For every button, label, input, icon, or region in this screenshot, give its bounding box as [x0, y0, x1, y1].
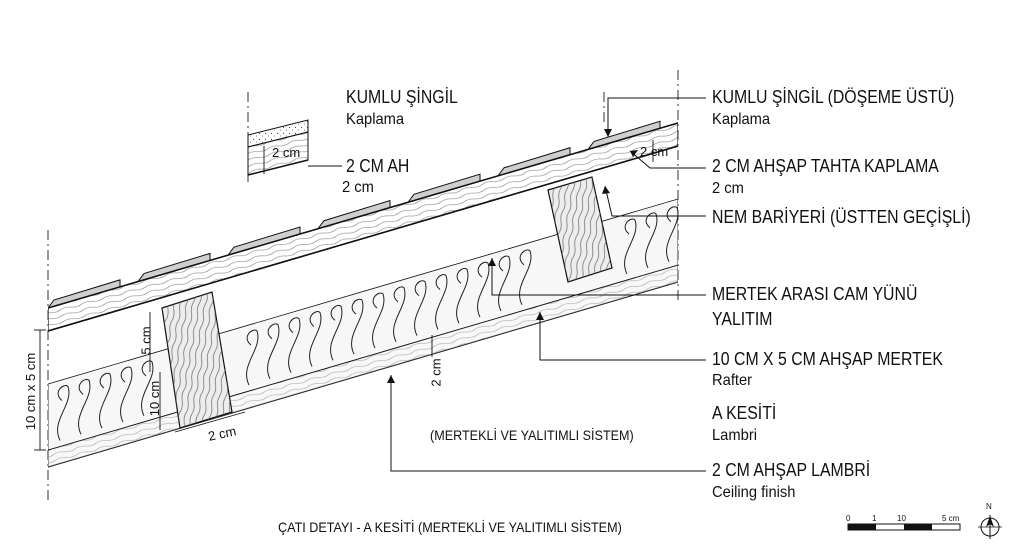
dim-rafter-total: 10 cm x 5 cm [23, 352, 39, 431]
section-title: A KESİTİ [712, 403, 777, 423]
insulation-loop [99, 372, 112, 429]
shingle-title: KUMLU ŞİNGİL (DÖŞEME ÜSTÜ) [712, 87, 955, 107]
insulation-loop [330, 304, 343, 361]
dimension-lines [34, 140, 654, 451]
insulation-loop [288, 317, 301, 373]
rafter-1 [161, 291, 233, 429]
top-left-title: KUMLU ŞİNGİL [346, 87, 458, 107]
board-sub: 2 cm [712, 180, 744, 197]
rafter-title: 10 CM X 5 CM AHŞAP MERTEK [712, 349, 943, 369]
top-left-sub: Kaplama [346, 111, 405, 128]
insulation-loop [351, 298, 364, 355]
dim-board-left: 2 cm [272, 145, 301, 160]
insulation-loop [120, 366, 133, 423]
insulation-loop [57, 385, 70, 441]
insulation-loop [624, 218, 637, 275]
insulation-loop [666, 206, 678, 262]
scale-tick-0: 0 [846, 514, 851, 523]
north-arrow-icon [978, 515, 1002, 539]
insulation-label-1: MERTEK ARASI CAM YÜNÜ [712, 284, 918, 304]
shingle-base-line [48, 122, 678, 309]
dim-board-right: 2 cm [640, 144, 669, 159]
leader-lines [308, 97, 706, 472]
lambri-title: 2 CM AHŞAP LAMBRİ [712, 460, 871, 480]
north-label: N [986, 502, 992, 511]
insulation-label-2: YALITIM [712, 309, 773, 329]
insulation-loop [456, 267, 469, 324]
dim-gap: 2 cm [428, 358, 444, 387]
top-left-cut-label: 2 CM AH [346, 156, 410, 176]
shingle-sub: Kaplama [712, 111, 771, 128]
scale-tick-10: 10 [897, 514, 906, 523]
system-note: (MERTEKLİ VE YALITIMLI SİSTEM) [430, 427, 634, 443]
scale-bar [847, 523, 961, 531]
insulation-loop [78, 378, 91, 435]
rafter-2 [547, 176, 613, 283]
lambri-sub: Ceiling finish [712, 484, 796, 501]
insulation-loops [57, 206, 678, 441]
insulation-loop [414, 280, 427, 336]
shingle-layer [48, 120, 678, 309]
insulation-loop [393, 286, 406, 343]
insulation-loop [246, 329, 259, 386]
board-title: 2 CM AHŞAP TAHTA KAPLAMA [712, 156, 939, 176]
insulation-loop [645, 212, 658, 269]
insulation-loop [372, 292, 385, 349]
section-sub: Lambri [712, 427, 757, 444]
insulation-loop [435, 274, 448, 330]
top-left-cut-detail [247, 119, 309, 176]
dim-rafter-height: 10 cm [147, 380, 163, 417]
insulation-loop [309, 311, 322, 367]
insulation-loop [519, 249, 532, 306]
insulation-loop [477, 261, 490, 318]
top-left-cut-sub: 2 cm [342, 179, 374, 196]
scale-tick-1: 1 [872, 514, 877, 523]
insulation-loop [141, 360, 154, 417]
dim-rafter-width: 5 cm [138, 326, 154, 355]
roof-assembly [48, 120, 678, 468]
vapor-barrier-label: NEM BARİYERİ (ÜSTTEN GEÇİŞLİ) [712, 207, 971, 227]
insulation-loop [267, 323, 280, 380]
rafter-sub: Rafter [712, 372, 753, 389]
leader-arrowheads [387, 129, 638, 383]
drawing-title: ÇATI DETAYI - A KESİTİ (MERTEKLİ VE YALI… [278, 519, 622, 535]
scale-tick-5cm: 5 cm [942, 514, 960, 523]
